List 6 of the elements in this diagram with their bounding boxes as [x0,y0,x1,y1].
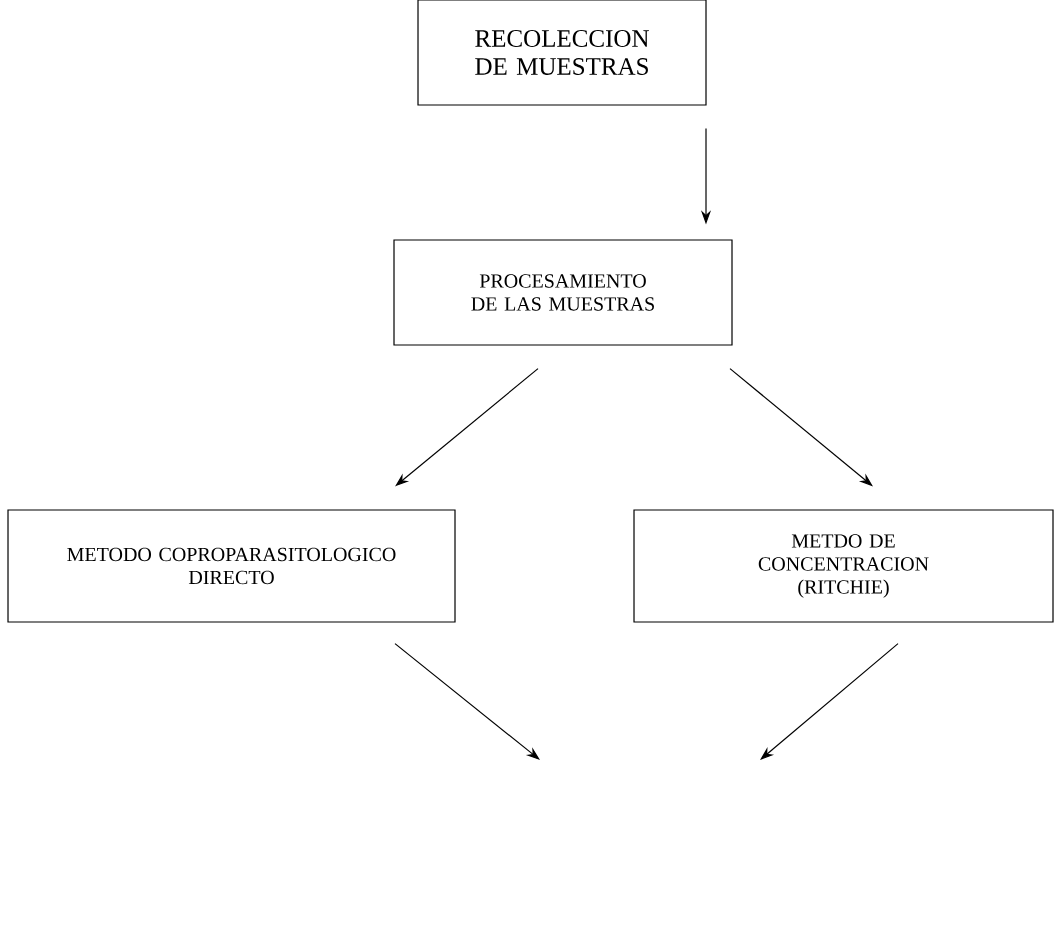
process-box: PROCESAMIENTO DE LAS MUESTRAS [393,239,733,346]
arrow [760,643,899,760]
process-box: RECOLECCION DE MUESTRAS [417,0,707,106]
arrow [394,643,540,760]
process-box: METODO COPROPARASITOLOGICO DIRECTO [7,509,456,623]
process-box: METDO DE CONCENTRACION (RITCHIE) [633,509,1054,623]
